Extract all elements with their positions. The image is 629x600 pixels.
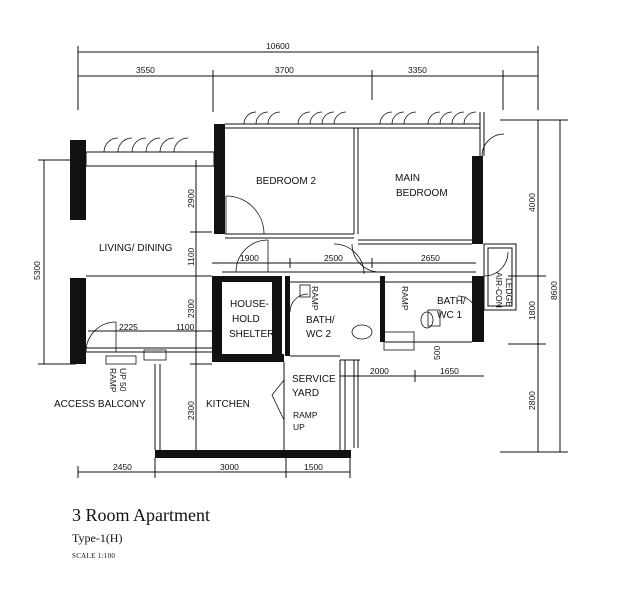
dim-bottom-2450: 2450 xyxy=(113,462,132,472)
dimension-lines xyxy=(38,46,568,478)
dim-2500: 2500 xyxy=(324,253,343,263)
household-shelter-label-1: HOUSE- xyxy=(230,299,269,310)
dim-2300-lower: 2300 xyxy=(186,401,196,420)
service-yard-label-1: SERVICE xyxy=(292,374,336,385)
dim-top-right: 3350 xyxy=(408,65,427,75)
dim-1100-vertical: 1100 xyxy=(186,247,196,266)
bath2-label-2: WC 2 xyxy=(306,329,331,340)
dim-bottom-3000: 3000 xyxy=(220,462,239,472)
dim-top-left: 3550 xyxy=(136,65,155,75)
bath1-label-2: WC 1 xyxy=(437,310,462,321)
dim-right-upper: 4000 xyxy=(527,193,537,212)
dim-1650: 1650 xyxy=(440,366,459,376)
dim-1900: 1900 xyxy=(240,253,259,263)
main-bedroom-label-1: MAIN xyxy=(395,173,420,184)
bath1-label-1: BATH/ xyxy=(437,296,466,307)
dim-overall-width: 10600 xyxy=(266,41,290,51)
plan-scale: SCALE 1:100 xyxy=(72,552,116,560)
doors-and-windows xyxy=(85,111,509,421)
aircon-ledge-label-1: AIR-CON xyxy=(494,272,504,308)
ramp-bath1-label: RAMP xyxy=(400,286,410,311)
dim-left-height: 5300 xyxy=(32,261,42,280)
service-yard-label-2: YARD xyxy=(292,388,319,399)
ramp-up-label: UP xyxy=(293,422,305,432)
dim-2000: 2000 xyxy=(370,366,389,376)
bedroom2-label: BEDROOM 2 xyxy=(256,176,316,187)
living-dining-label: LIVING/ DINING xyxy=(99,243,173,254)
household-shelter-label-2: HOLD xyxy=(232,314,260,325)
dim-top-mid: 3700 xyxy=(275,65,294,75)
ramp-bath2-label: RAMP xyxy=(310,286,320,311)
dim-500: 500 xyxy=(432,346,442,360)
main-bedroom-label-2: BEDROOM xyxy=(396,188,448,199)
household-shelter-label-3: SHELTER xyxy=(229,329,274,340)
dim-bottom-1500: 1500 xyxy=(304,462,323,472)
ramp-label: RAMP xyxy=(293,410,318,420)
dim-right-total: 8600 xyxy=(549,281,559,300)
access-balcony-label: ACCESS BALCONY xyxy=(54,399,146,410)
aircon-ledge-label-2: LEDGE xyxy=(504,278,514,307)
dim-right-mid: 1800 xyxy=(527,301,537,320)
solid-walls xyxy=(70,124,484,458)
bath2-label-1: BATH/ xyxy=(306,315,335,326)
plan-subtitle: Type-1(H) xyxy=(72,531,123,545)
dim-right-lower: 2800 xyxy=(527,391,537,410)
ramp-balcony-label-2: UP 50 xyxy=(118,368,128,392)
kitchen-label: KITCHEN xyxy=(206,399,250,410)
plan-title: 3 Room Apartment xyxy=(72,505,210,525)
thin-walls xyxy=(85,112,517,450)
dim-2225: 2225 xyxy=(119,322,138,332)
dim-1100-horizontal: 1100 xyxy=(176,322,195,332)
dim-2650: 2650 xyxy=(421,253,440,263)
dim-2300-upper: 2300 xyxy=(186,299,196,318)
ramp-balcony-label-1: RAMP xyxy=(108,368,118,393)
dim-2900: 2900 xyxy=(186,189,196,208)
